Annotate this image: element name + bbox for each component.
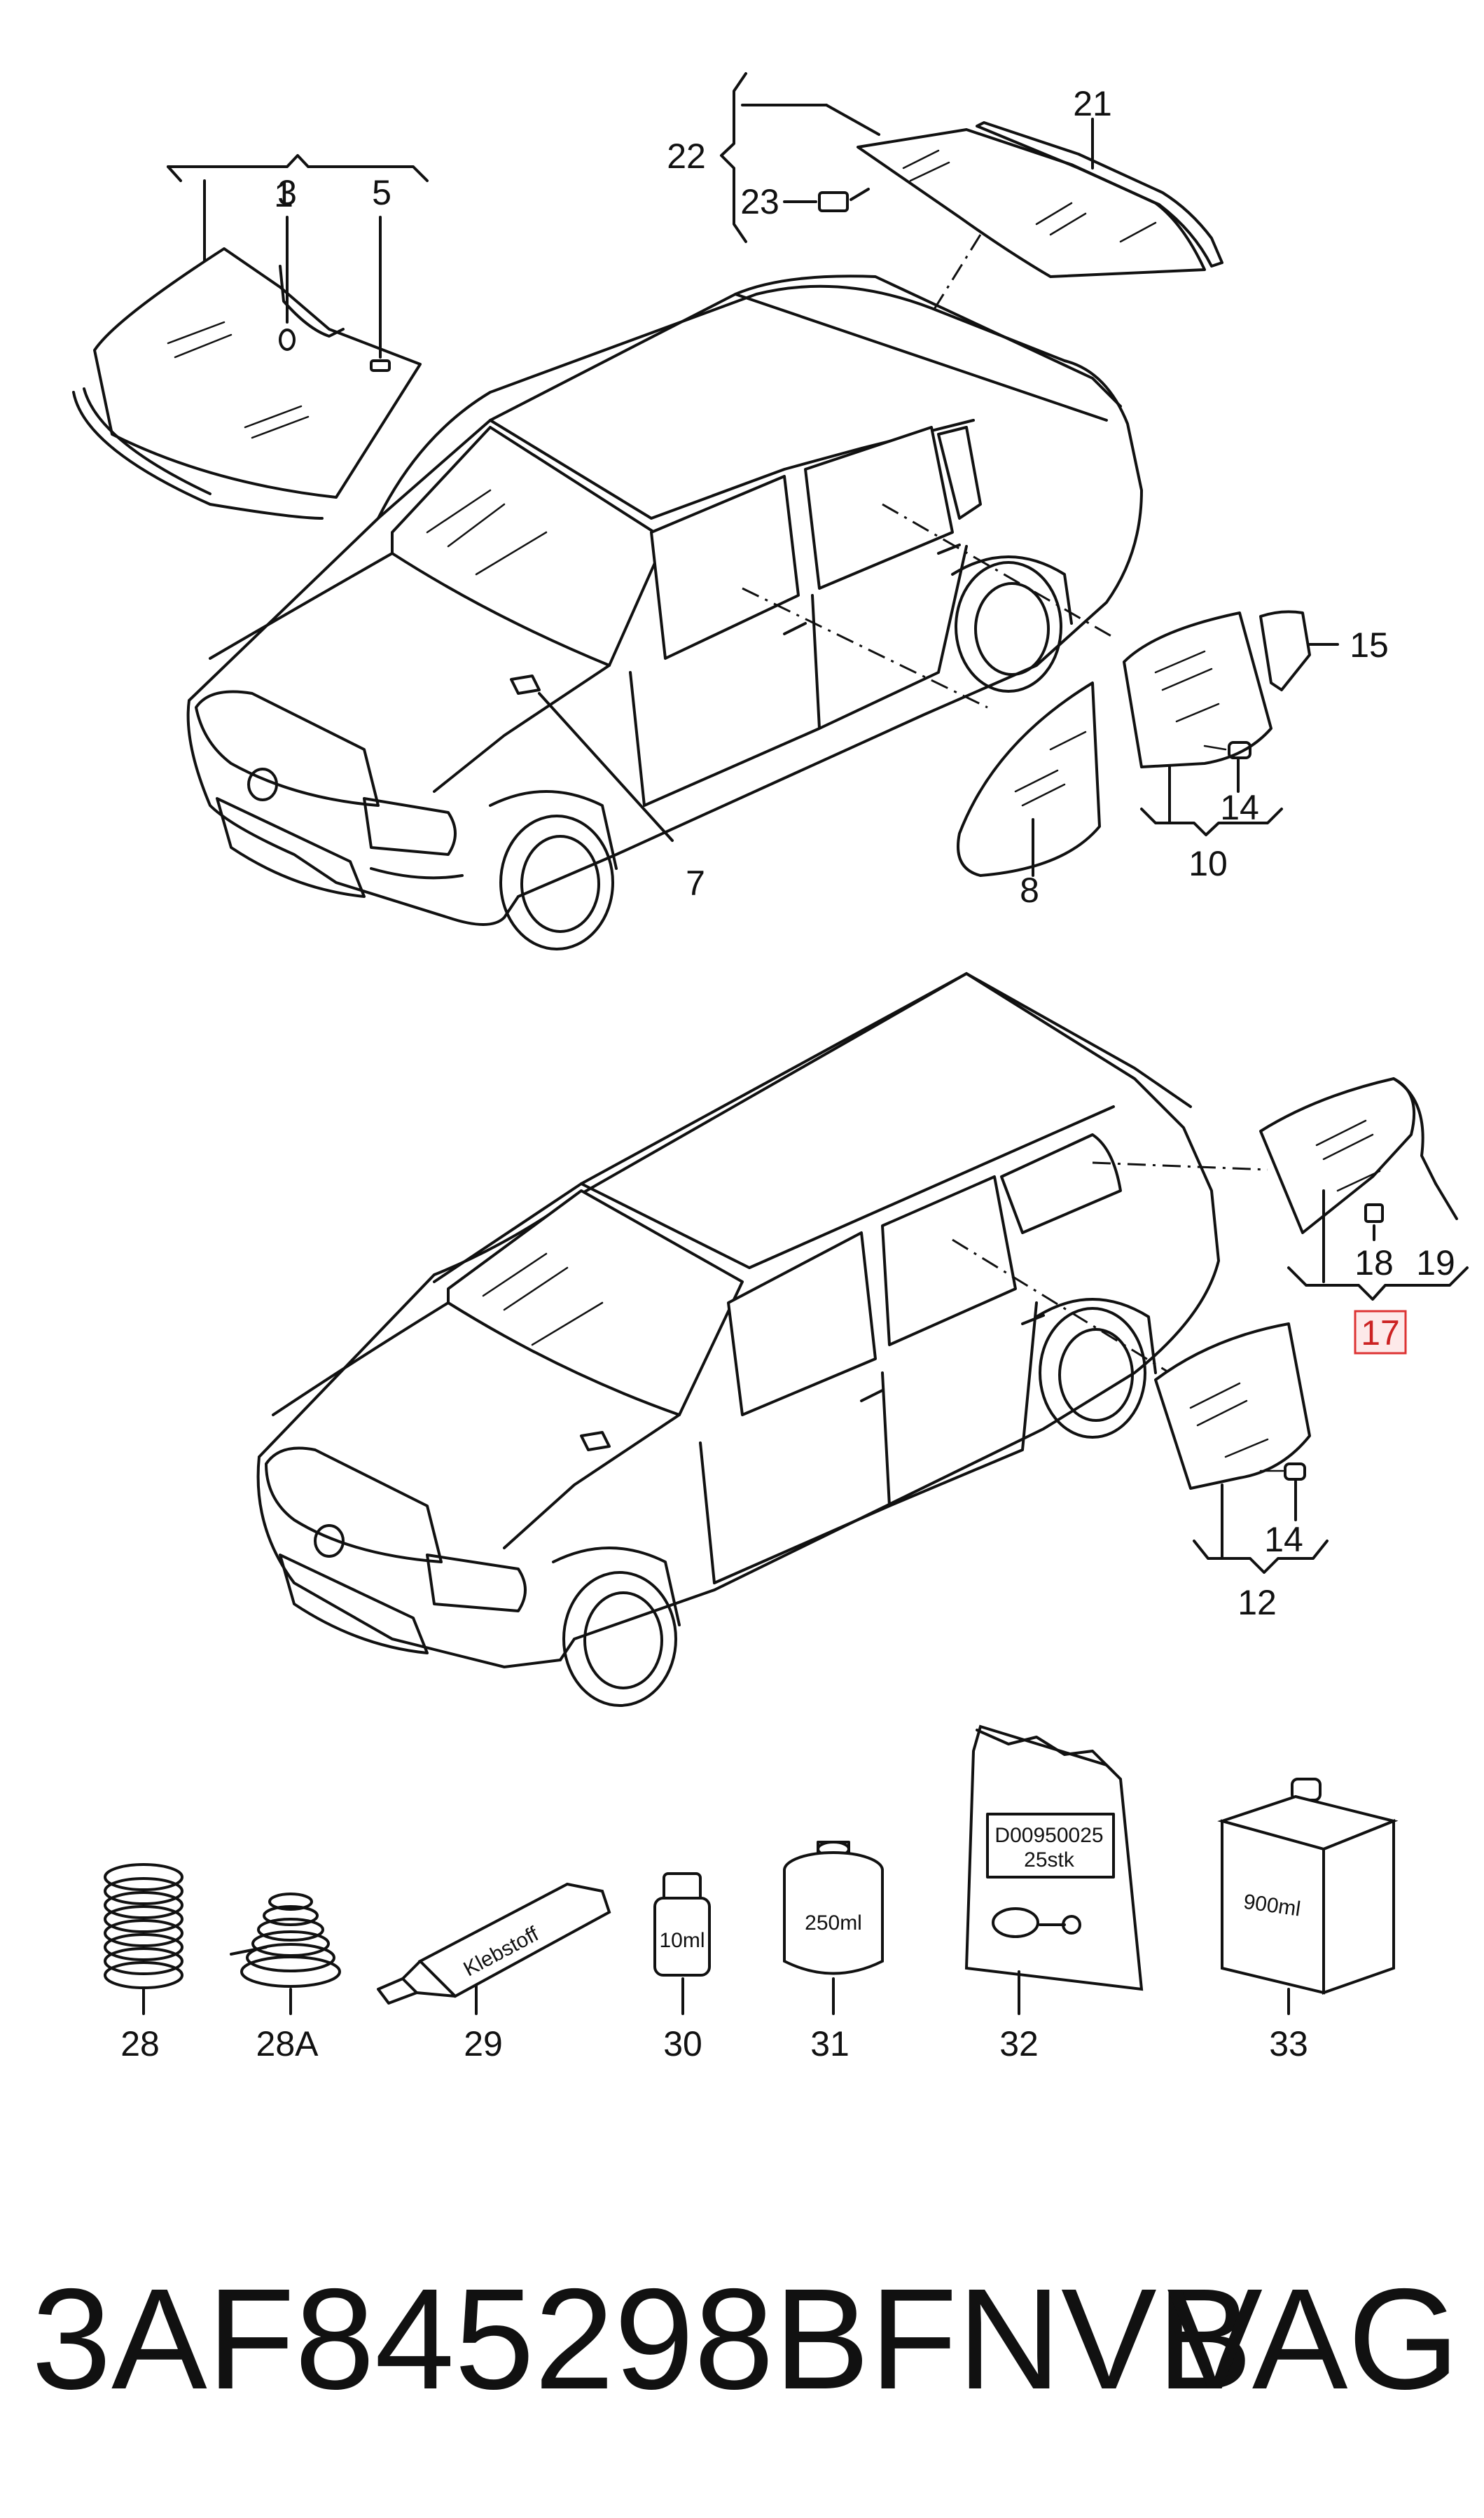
bottle-label: 10ml <box>659 1929 705 1952</box>
label-5: 5 <box>372 173 391 212</box>
coil-28A[interactable] <box>230 1893 341 2015</box>
label-14-top: 14 <box>1220 788 1259 827</box>
label-18: 18 <box>1354 1243 1394 1282</box>
windscreen-group: 1 3 5 <box>72 154 429 520</box>
rear-quarter-glass-17[interactable] <box>1259 1077 1416 1234</box>
tin-label: 250ml <box>805 1911 862 1935</box>
bottle-30[interactable]: 10ml <box>653 1872 711 2015</box>
consumables-row: 28 28A Klebstoff 29 10ml <box>104 1724 1399 2063</box>
label-10: 10 <box>1188 844 1228 883</box>
label-21: 21 <box>1073 84 1112 123</box>
label-33: 33 <box>1269 2024 1308 2063</box>
label-17[interactable]: 17 <box>1361 1313 1400 1353</box>
sedan-side-glasses: 8 15 14 10 <box>957 610 1389 910</box>
label-1: 1 <box>274 175 293 214</box>
windscreen[interactable] <box>93 247 422 499</box>
rear-window-group: 22 23 21 <box>667 72 1223 337</box>
label-7: 7 <box>686 864 705 903</box>
quarter-glass[interactable] <box>1259 610 1311 691</box>
label-31: 31 <box>810 2024 850 2063</box>
brand-name: VAG <box>1167 2259 1459 2419</box>
highlight-box-17 <box>1354 1310 1407 1355</box>
label-28: 28 <box>120 2024 160 2063</box>
estate-side-glasses: 18 19 17 14 12 <box>1154 1077 1469 1622</box>
rear-door-glass[interactable] <box>1123 611 1273 768</box>
label-19: 19 <box>1416 1243 1455 1282</box>
front-door-glass[interactable] <box>957 682 1101 877</box>
estate-car <box>256 971 1268 1707</box>
label-28A: 28A <box>256 2024 319 2063</box>
sedan-car: 7 <box>186 275 1144 950</box>
label-15: 15 <box>1350 625 1389 665</box>
bag-32[interactable]: D00950025 25stk <box>964 1724 1144 2015</box>
label-14-bottom: 14 <box>1264 1520 1303 1559</box>
label-3: 3 <box>277 173 297 212</box>
tin-31[interactable]: 250ml <box>783 1841 884 2015</box>
bag-qty: 25stk <box>1024 1848 1075 1872</box>
label-22: 22 <box>667 137 706 176</box>
canister-33[interactable]: 900ml <box>1217 1778 1399 2015</box>
part-number: 3AF845298BFNVB <box>32 2259 1253 2419</box>
label-32: 32 <box>999 2024 1039 2063</box>
adhesive-tube-29[interactable]: Klebstoff <box>377 1882 611 2015</box>
label-30: 30 <box>663 2024 702 2063</box>
label-23: 23 <box>740 182 779 221</box>
label-12: 12 <box>1237 1583 1277 1622</box>
estate-rear-door-glass[interactable] <box>1154 1322 1311 1490</box>
coil-28[interactable] <box>104 1863 183 2015</box>
label-8: 8 <box>1020 871 1039 910</box>
label-29: 29 <box>464 2024 503 2063</box>
bag-code: D00950025 <box>994 1824 1103 1847</box>
